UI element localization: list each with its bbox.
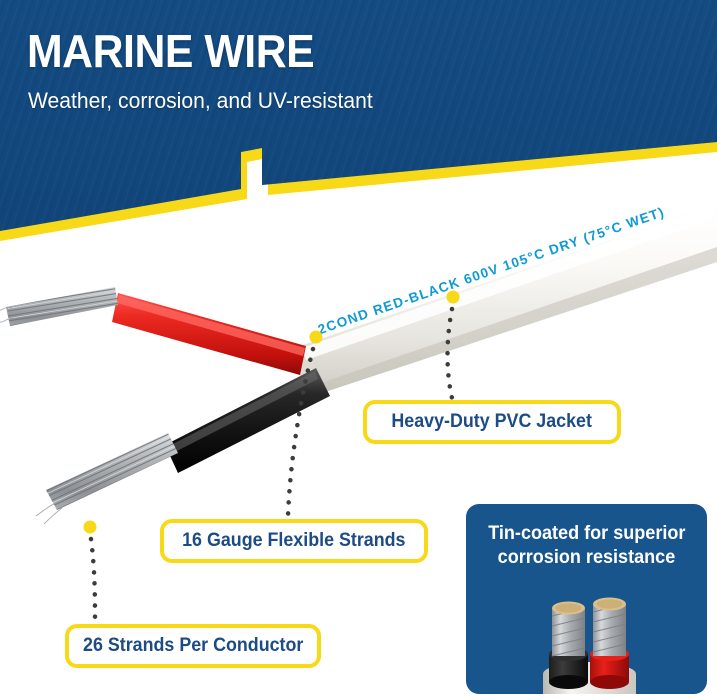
inset-heading-line2: corrosion resistance — [497, 547, 676, 568]
marine-wire-illustration: 2COND RED-BLACK 600V 105°C DRY (75°C WET… — [0, 203, 717, 525]
anchor-dot-strands — [83, 520, 97, 534]
inset-cable-cross-section — [543, 597, 636, 694]
tinned-strand-bundle-left — [551, 601, 586, 657]
callout-16-gauge-flexible-strands[interactable]: 16 Gauge Flexible Strands — [160, 519, 428, 563]
callout-26-strands-per-conductor[interactable]: 26 Strands Per Conductor — [65, 624, 321, 668]
inset-heading-line1: Tin-coated for superior — [487, 523, 686, 544]
callout-heavy-duty-pvc-jacket[interactable]: Heavy-Duty PVC Jacket — [363, 400, 621, 444]
header-shape — [0, 0, 717, 241]
anchor-dot-gauge — [309, 330, 323, 344]
leader-strands — [88, 536, 98, 624]
leader-jacket — [445, 306, 455, 401]
inset-heading: Tin-coated for superior corrosion resist… — [466, 522, 707, 570]
callout-label-gauge: 16 Gauge Flexible Strands — [182, 530, 406, 551]
leader-gauge — [285, 346, 316, 519]
header-navy-gradient — [0, 0, 717, 231]
callout-label-strands: 26 Strands Per Conductor — [82, 635, 304, 656]
tinned-strand-bundle-right — [592, 597, 627, 656]
anchor-dot-jacket — [446, 290, 460, 304]
tin-coated-inset-panel: Tin-coated for superior corrosion resist… — [466, 504, 707, 694]
callout-label-jacket: Heavy-Duty PVC Jacket — [391, 411, 593, 432]
